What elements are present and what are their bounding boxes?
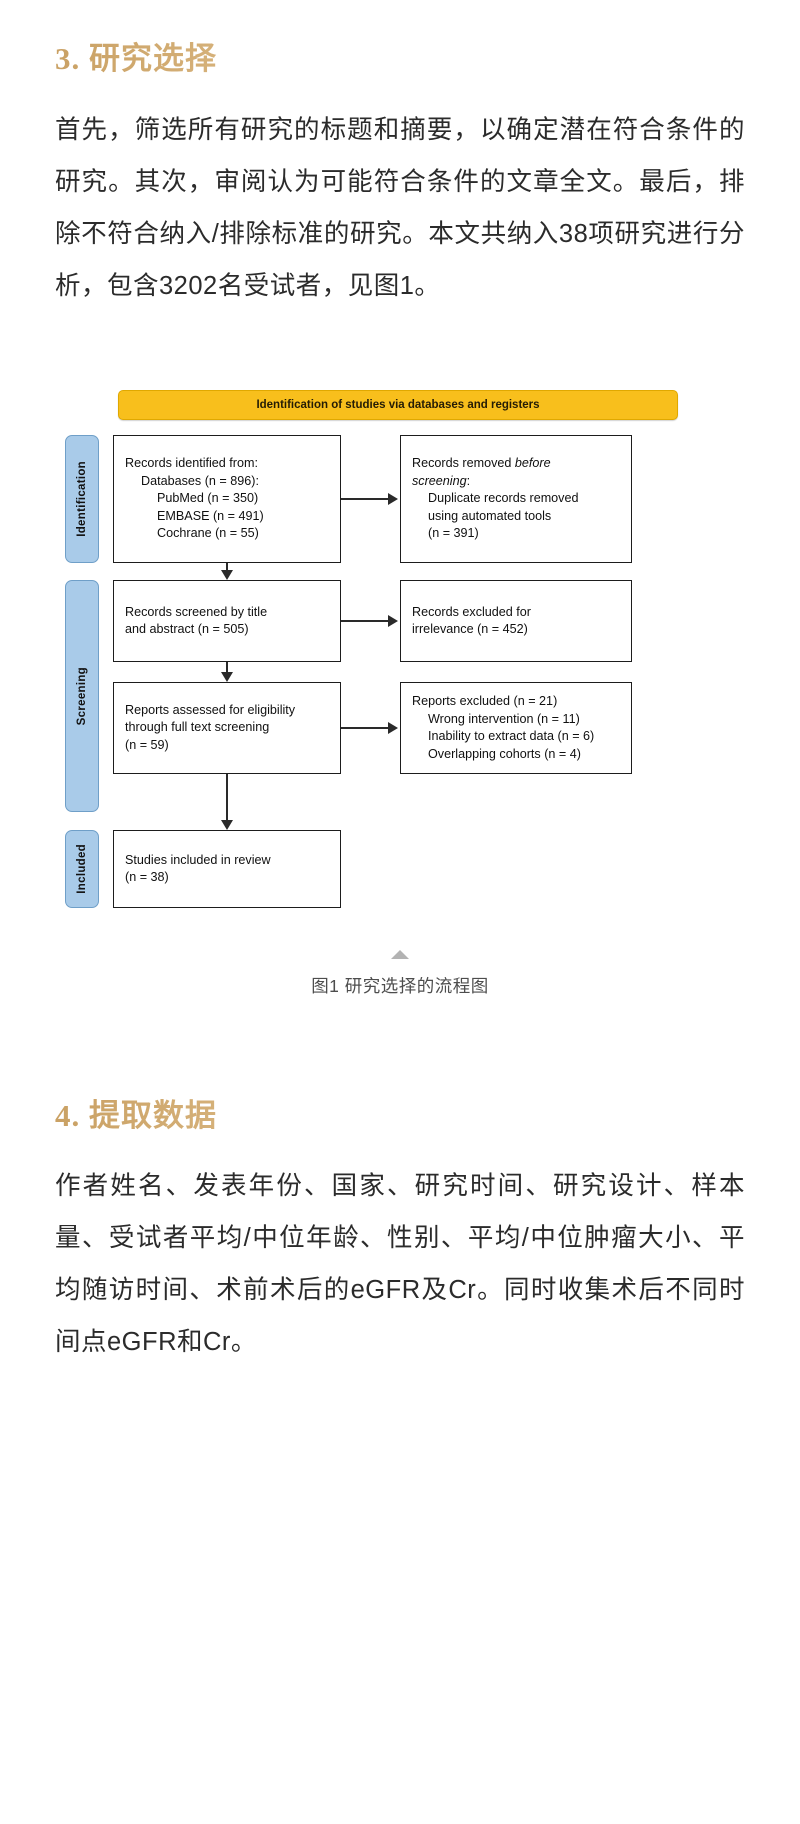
stage-tab-included-label: Included (76, 844, 88, 894)
node-records-screened: Records screened by title and abstract (… (113, 580, 341, 662)
connector-identified-to-screened (226, 563, 228, 571)
node-reports-assessed-line3: (n = 59) (125, 737, 169, 752)
section-heading-study-selection: 3. 研究选择 (55, 0, 745, 78)
connector-eligibility-to-excluded (341, 727, 390, 729)
connector-eligibility-to-included (226, 774, 228, 822)
arrow-down-icon (221, 820, 233, 830)
node-records-excluded-irrelevance: Records excluded for irrelevance (n = 45… (400, 580, 632, 662)
arrow-right-icon (388, 722, 398, 734)
node-records-removed-line1-text: Records removed (412, 456, 515, 471)
node-reports-excluded-line3: Inability to extract data (n = 6) (428, 729, 595, 743)
node-records-removed: Records removed before screening: Duplic… (400, 435, 632, 563)
figure-caption: 图1 研究选择的流程图 (311, 976, 489, 996)
node-records-excluded-irrelevance-line1: Records excluded for (412, 604, 532, 619)
node-records-removed-line1: Records removed before (412, 455, 620, 473)
paragraph-data-extraction: 作者姓名、发表年份、国家、研究时间、研究设计、样本量、受试者平均/中位年龄、性别… (55, 1172, 745, 1356)
stage-tab-included: Included (65, 830, 99, 908)
node-reports-assessed-line1: Reports assessed for eligibility (125, 702, 296, 717)
caption-marker-triangle-icon (391, 950, 409, 959)
arrow-right-icon (388, 493, 398, 505)
node-records-removed-line3: Duplicate records removed (428, 491, 579, 506)
node-reports-excluded-line1: Reports excluded (n = 21) (412, 694, 558, 708)
node-records-identified-line5: Cochrane (n = 55) (157, 526, 259, 541)
connector-screened-to-eligibility (226, 662, 228, 674)
node-reports-excluded: Reports excluded (n = 21) Wrong interven… (400, 682, 632, 774)
node-studies-included-line1: Studies included in review (125, 852, 271, 867)
arrow-down-icon (221, 570, 233, 580)
section-heading-data-extraction: 4. 提取数据 (55, 1080, 745, 1135)
node-records-excluded-irrelevance-line2: irrelevance (n = 452) (412, 622, 528, 636)
node-records-identified-line2: Databases (n = 896): (141, 473, 259, 488)
stage-tab-screening-label: Screening (76, 666, 88, 726)
section-data-extraction: 4. 提取数据 作者姓名、发表年份、国家、研究时间、研究设计、样本量、受试者平均… (55, 1062, 745, 1368)
node-records-removed-line5: (n = 391) (428, 526, 479, 541)
node-reports-assessed-eligibility: Reports assessed for eligibility through… (113, 682, 341, 774)
arrow-down-icon (221, 672, 233, 682)
node-records-removed-line2: screening: (412, 473, 620, 491)
node-records-removed-line1-emphasis: before (514, 456, 551, 471)
node-reports-excluded-line4: Overlapping cohorts (n = 4) (428, 746, 581, 761)
prisma-diagram: Identification of studies via databases … (55, 390, 745, 950)
node-records-screened-line1: Records screened by title (125, 604, 268, 619)
figure-prisma-flow-diagram: Identification of studies via databases … (55, 312, 745, 1062)
node-records-screened-line2: and abstract (n = 505) (125, 622, 249, 636)
node-records-removed-line2-tail: : (466, 473, 471, 488)
node-records-removed-line2-emphasis: screening (412, 473, 467, 488)
stage-tab-identification-label: Identification (76, 461, 88, 537)
article-page: 3. 研究选择 首先，筛选所有研究的标题和摘要，以确定潜在符合条件的研究。其次，… (55, 0, 745, 1368)
stage-tab-identification: Identification (65, 435, 99, 563)
connector-screened-to-excluded (341, 620, 390, 622)
node-records-identified-line3: PubMed (n = 350) (157, 491, 259, 506)
node-records-identified-line1: Records identified from: (125, 456, 258, 471)
node-records-removed-line4: using automated tools (428, 508, 552, 523)
node-reports-excluded-line2: Wrong intervention (n = 11) (428, 711, 580, 726)
prisma-banner: Identification of studies via databases … (118, 390, 678, 420)
stage-tab-screening: Screening (65, 580, 99, 812)
node-reports-assessed-line2: through full text screening (125, 720, 270, 735)
node-records-identified-line4: EMBASE (n = 491) (157, 508, 264, 523)
paragraph-study-selection: 首先，筛选所有研究的标题和摘要，以确定潜在符合条件的研究。其次，审阅认为可能符合… (55, 116, 745, 300)
connector-identified-to-removed (341, 498, 390, 500)
node-studies-included: Studies included in review (n = 38) (113, 830, 341, 908)
node-records-identified: Records identified from: Databases (n = … (113, 435, 341, 563)
node-studies-included-line2: (n = 38) (125, 870, 169, 884)
arrow-right-icon (388, 615, 398, 627)
